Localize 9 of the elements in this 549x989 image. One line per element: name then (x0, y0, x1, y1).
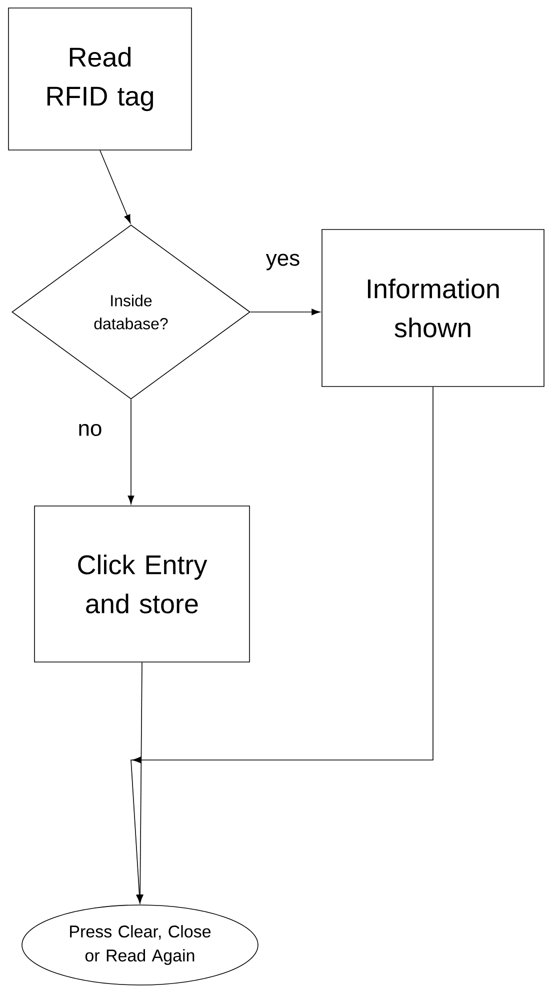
process-box: Click Entry and store (34, 506, 250, 662)
arrow (100, 150, 131, 224)
arrow (250, 308, 320, 316)
arrow (130, 386, 434, 904)
arrow (128, 399, 134, 504)
edge-label: no (76, 422, 104, 438)
process-box: Read RFID tag (8, 8, 192, 150)
process-box: Information shown (322, 229, 544, 387)
edge-label: yes (264, 252, 302, 272)
